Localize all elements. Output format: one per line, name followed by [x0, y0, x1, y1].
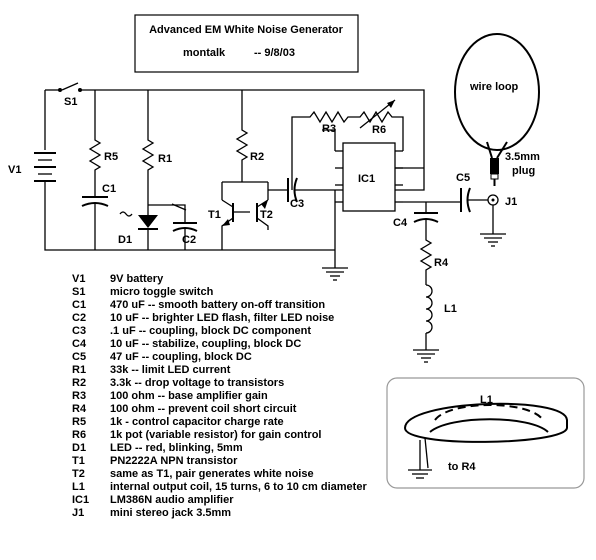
- legend-desc: .1 uF -- coupling, block DC component: [110, 325, 311, 337]
- battery-v1: [34, 150, 58, 182]
- label-plug-size: 3.5mm: [505, 151, 540, 163]
- label-ic1: IC1: [358, 173, 375, 185]
- c5-jack-j1: [460, 187, 506, 247]
- label-s1: S1: [64, 96, 77, 108]
- legend-ref: S1: [72, 286, 85, 298]
- power-rail: [44, 82, 425, 251]
- capacitor-c3: [287, 177, 343, 250]
- legend-desc: 10 uF -- brighter LED flash, filter LED …: [110, 312, 334, 324]
- label-t1: T1: [208, 209, 221, 221]
- coil-detail: [386, 377, 585, 489]
- legend-desc: mini stereo jack 3.5mm: [110, 507, 231, 519]
- feedback-r3-r6: [291, 99, 404, 190]
- legend-ref: R4: [72, 403, 87, 415]
- legend-desc: 9V battery: [110, 273, 164, 285]
- legend-ref: L1: [72, 481, 85, 493]
- label-c3: C3: [290, 198, 304, 210]
- legend-ref: C2: [72, 312, 86, 324]
- legend-ref: R3: [72, 390, 86, 402]
- legend-ref: C5: [72, 351, 86, 363]
- title-text: Advanced EM White Noise Generator: [149, 24, 343, 36]
- legend-desc: 470 uF -- smooth battery on-off transiti…: [110, 299, 325, 311]
- legend-desc: 100 ohm -- base amplifier gain: [110, 390, 268, 402]
- legend-desc: internal output coil, 15 turns, 6 to 10 …: [110, 481, 367, 493]
- label-r4: R4: [434, 257, 449, 269]
- legend-ref: C1: [72, 299, 86, 311]
- legend-desc: 1k - control capacitor charge rate: [110, 416, 284, 428]
- legend-ref: R1: [72, 364, 86, 376]
- label-l1-coil: L1: [480, 394, 493, 406]
- label-plug: plug: [512, 165, 535, 177]
- legend-ref: V1: [72, 273, 85, 285]
- legend-desc: 47 uF -- coupling, block DC: [110, 351, 252, 363]
- legend-desc: 10 uF -- stabilize, coupling, block DC: [110, 338, 301, 350]
- label-c2: C2: [182, 234, 196, 246]
- legend-ref: C3: [72, 325, 86, 337]
- output-network: [403, 201, 460, 363]
- ic1-amplifier: [322, 129, 424, 212]
- label-c4: C4: [393, 217, 408, 229]
- legend-ref: D1: [72, 442, 86, 454]
- legend-desc: 33k -- limit LED current: [110, 364, 231, 376]
- legend-desc: LED -- red, blinking, 5mm: [110, 442, 243, 454]
- r5-c1-branch: [81, 90, 109, 250]
- legend-ref: J1: [72, 507, 84, 519]
- legend-ref: T1: [72, 455, 85, 467]
- ground-main: [322, 250, 348, 281]
- label-r2: R2: [250, 151, 264, 163]
- label-t2: T2: [260, 209, 273, 221]
- label-r6: R6: [372, 124, 386, 136]
- wire-loop-plug: [454, 33, 540, 186]
- label-r1: R1: [158, 153, 172, 165]
- label-r5: R5: [104, 151, 118, 163]
- label-wire-loop: wire loop: [469, 81, 519, 93]
- legend-desc: 100 ohm -- prevent coil short circuit: [110, 403, 297, 415]
- legend-desc: LM386N audio amplifier: [110, 494, 234, 506]
- label-c1: C1: [102, 183, 116, 195]
- r2-transistor-pair: [221, 90, 287, 250]
- date-text: -- 9/8/03: [254, 47, 295, 59]
- label-j1: J1: [505, 196, 517, 208]
- label-r3: R3: [322, 123, 336, 135]
- legend-desc: PN2222A NPN transistor: [110, 455, 238, 467]
- r1-d1-branch: [119, 90, 198, 250]
- label-to-r4: to R4: [448, 461, 476, 473]
- legend-ref: R5: [72, 416, 86, 428]
- author-text: montalk: [183, 47, 226, 59]
- label-v1: V1: [8, 164, 21, 176]
- label-l1: L1: [444, 303, 457, 315]
- legend-ref: C4: [72, 338, 87, 350]
- title-box: Advanced EM White Noise Generator montal…: [134, 14, 359, 73]
- label-c5: C5: [456, 172, 470, 184]
- legend-desc: micro toggle switch: [110, 286, 214, 298]
- legend-desc: 3.3k -- drop voltage to transistors: [110, 377, 284, 389]
- legend-ref: T2: [72, 468, 85, 480]
- legend-ref: R6: [72, 429, 86, 441]
- label-d1: D1: [118, 234, 132, 246]
- legend-ref: IC1: [72, 494, 89, 506]
- legend-ref: R2: [72, 377, 86, 389]
- legend-desc: 1k pot (variable resistor) for gain cont…: [110, 429, 322, 441]
- legend-desc: same as T1, pair generates white noise: [110, 468, 314, 480]
